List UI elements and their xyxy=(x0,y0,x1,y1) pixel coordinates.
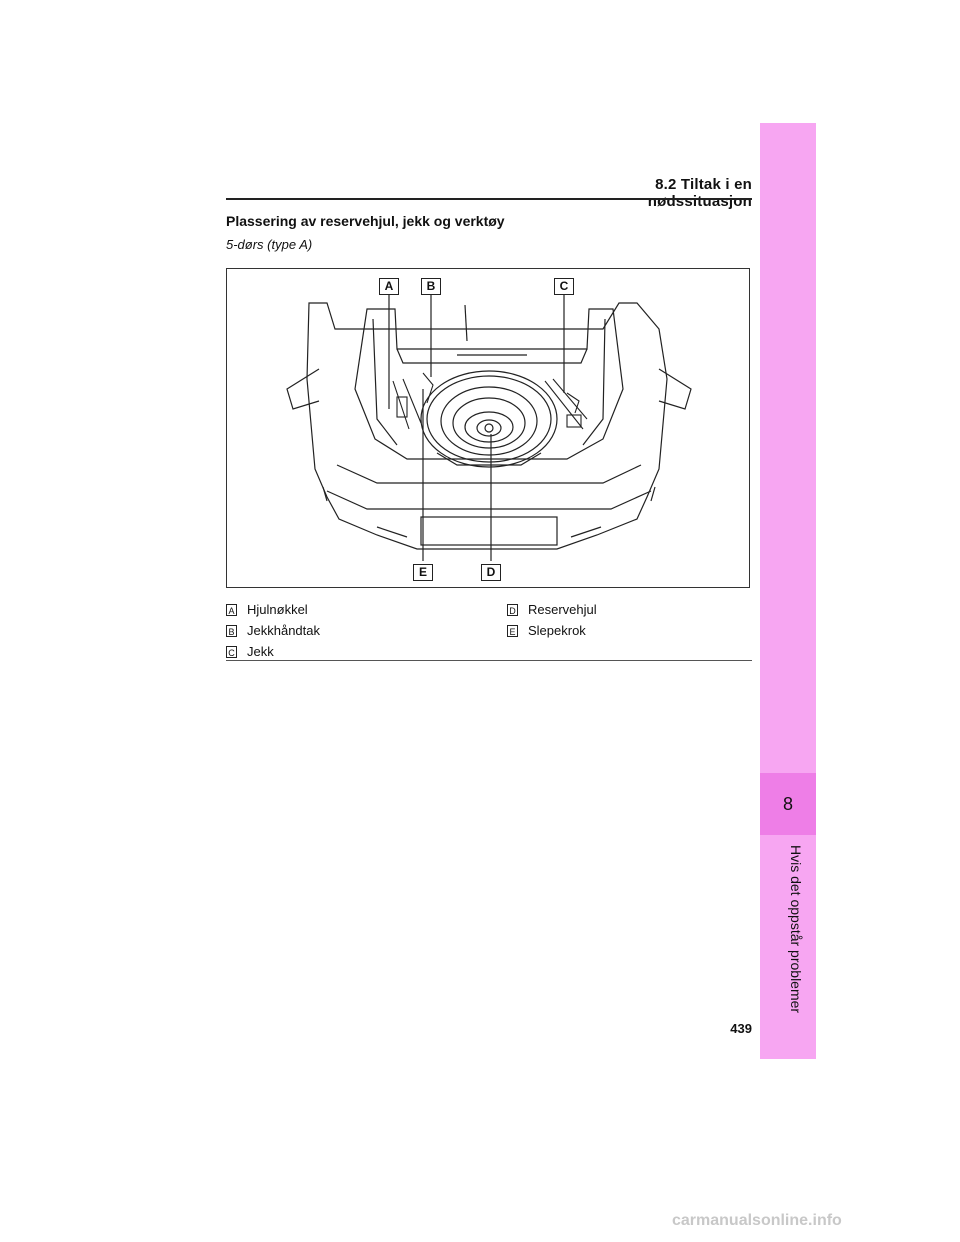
legend-label: Jekkhåndtak xyxy=(247,623,320,638)
legend-key: A xyxy=(226,603,237,616)
legend-key: D xyxy=(507,603,518,616)
legend-key: C xyxy=(226,645,237,658)
vehicle-variant: 5-dørs (type A) xyxy=(226,237,313,252)
legend-label: Reservehjul xyxy=(528,602,597,617)
callout-b: B xyxy=(421,278,441,295)
legend-label: Jekk xyxy=(247,644,274,659)
legend-key: B xyxy=(226,624,237,637)
callout-d: D xyxy=(481,564,501,581)
callout-c: C xyxy=(554,278,574,295)
section-end-rule xyxy=(226,660,752,661)
car-rear-drawing xyxy=(286,294,692,561)
watermark: carmanualsonline.info xyxy=(672,1212,842,1229)
chapter-title: Hvis det oppstår problemer xyxy=(788,845,804,1014)
legend-item: C Jekk xyxy=(226,641,320,662)
spare-wheel-illustration: A B C E D xyxy=(226,268,750,588)
legend-key: E xyxy=(507,624,518,637)
legend-left: A Hjulnøkkel B Jekkhåndtak C Jekk xyxy=(226,599,320,662)
chapter-side-tab xyxy=(760,123,816,1059)
chapter-number: 8 xyxy=(760,773,816,835)
legend-label: Slepekrok xyxy=(528,623,586,638)
callout-e: E xyxy=(413,564,433,581)
callout-a: A xyxy=(379,278,399,295)
section-header: 8.2 Tiltak i en nødssituasjon xyxy=(647,176,752,210)
legend-item: D Reservehjul xyxy=(507,599,597,620)
page-number: 439 xyxy=(730,1021,752,1036)
legend-item: A Hjulnøkkel xyxy=(226,599,320,620)
legend-label: Hjulnøkkel xyxy=(247,602,308,617)
header-rule xyxy=(226,198,752,200)
legend-item: E Slepekrok xyxy=(507,620,597,641)
page-heading: Plassering av reservehjul, jekk og verkt… xyxy=(226,213,505,229)
legend-right: D Reservehjul E Slepekrok xyxy=(507,599,597,641)
legend-item: B Jekkhåndtak xyxy=(226,620,320,641)
